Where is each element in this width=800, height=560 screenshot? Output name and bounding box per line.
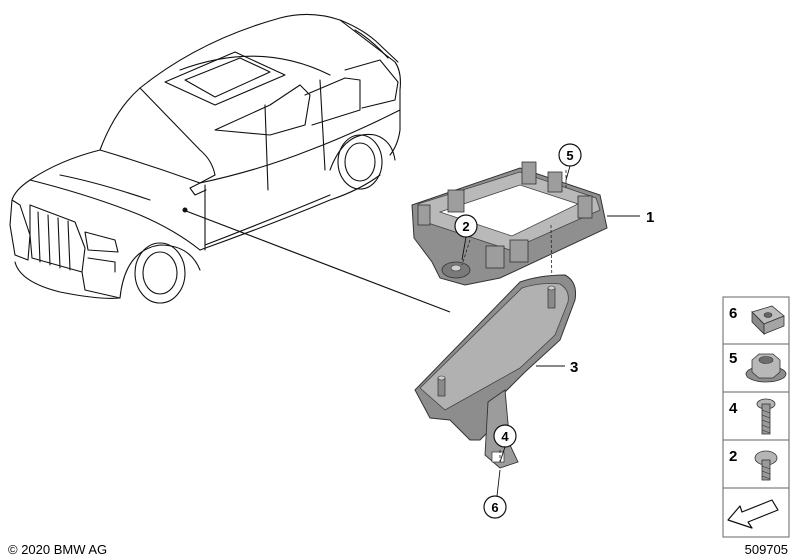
bracket-part xyxy=(414,274,576,469)
location-leader-line xyxy=(185,210,451,313)
svg-text:5: 5 xyxy=(729,350,737,367)
vehicle-outline xyxy=(9,13,401,304)
callout-4: 4 xyxy=(493,424,517,463)
short-screw-icon xyxy=(754,450,778,481)
svg-text:6: 6 xyxy=(729,305,737,322)
copyright-text: © 2020 BMW AG xyxy=(8,542,107,557)
hex-flange-nut-icon xyxy=(745,353,787,383)
callout-2: 2 xyxy=(454,214,478,261)
screw-icon xyxy=(756,398,776,435)
callout-5: 5 xyxy=(558,143,582,181)
svg-text:2: 2 xyxy=(729,448,737,465)
legend-item-6: 6 xyxy=(729,305,785,335)
legend-item-5: 5 xyxy=(729,350,787,383)
mounting-frame-part xyxy=(411,161,608,291)
part-1-label: 1 xyxy=(646,209,654,226)
svg-text:5: 5 xyxy=(566,148,573,163)
diagram-id: 509705 xyxy=(745,542,788,557)
direction-arrow-icon xyxy=(727,499,779,529)
svg-text:6: 6 xyxy=(491,500,498,515)
legend-item-4: 4 xyxy=(729,398,776,435)
svg-text:2: 2 xyxy=(462,219,469,234)
svg-text:4: 4 xyxy=(729,400,738,417)
legend-panel: 6 5 4 xyxy=(722,296,790,538)
part-3-label: 3 xyxy=(570,359,578,376)
legend-item-2: 2 xyxy=(729,448,778,481)
callout-6: 6 xyxy=(483,469,507,519)
clip-nut-icon xyxy=(751,305,785,335)
svg-text:4: 4 xyxy=(501,429,509,444)
